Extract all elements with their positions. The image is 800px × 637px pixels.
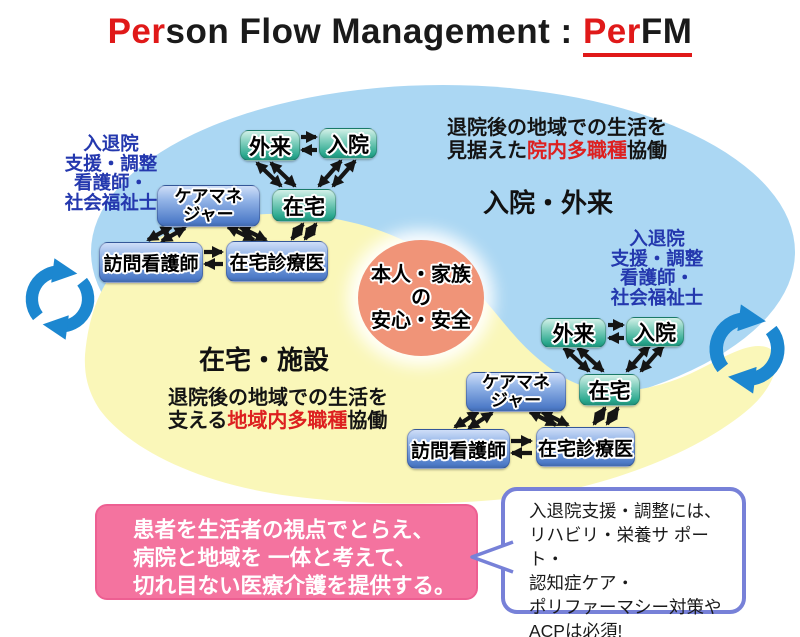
cycle-icon-left	[26, 265, 94, 332]
hospital-note-line2: 見据えた院内多職種協働	[447, 140, 667, 163]
node-home-right: 在宅	[579, 374, 640, 406]
zone-label-community: 在宅・施設	[198, 345, 329, 375]
community-note: 退院後の地域での生活を 支える地域内多職種協働	[168, 387, 388, 433]
staff-note-left-line4: 社会福祉士	[64, 191, 158, 213]
node-home-doctor-right: 在宅診療医	[536, 427, 635, 467]
center-circle-line1: 本人・家族	[371, 263, 471, 286]
staff-note-left-line1: 入退院	[83, 133, 139, 154]
node-admission-right: 入院	[626, 317, 684, 347]
pink-summary-line3: 切れ目ない医療介護を提供する。	[133, 574, 456, 598]
node-care-manager-left-line2: ジャー	[183, 205, 234, 224]
community-note-line2-post: 協働	[347, 410, 388, 432]
page-title: Person Flow Management : PerFM	[0, 12, 800, 57]
staff-note-left-line2: 支援・調整	[64, 152, 158, 174]
node-outpatient-left: 外来	[240, 130, 300, 161]
node-visiting-nurse-right: 訪問看護師	[407, 429, 510, 469]
hospital-note-line2-pre: 見据えた	[447, 140, 527, 162]
hospital-note-line2-highlight: 院内多職種	[527, 140, 627, 162]
hospital-note-line1: 退院後の地域での生活を	[447, 117, 667, 139]
flow-arrows-right	[453, 319, 665, 459]
staff-note-right-line1: 入退院	[629, 228, 685, 249]
staff-note-right-line4: 社会福祉士	[610, 286, 704, 308]
node-care-manager-left: ケアマネ ジャー	[157, 185, 260, 227]
speech-bubble-line2: リハビリ・栄養サ ポート・	[529, 525, 709, 569]
center-circle-line3: 安心・安全	[371, 309, 471, 332]
node-visiting-nurse-left: 訪問看護師	[99, 242, 203, 283]
center-circle-line2: の	[411, 286, 431, 309]
center-circle: 本人・家族 の 安心・安全	[358, 240, 484, 356]
community-note-line2-highlight: 地域内多職種	[227, 410, 348, 432]
node-admission-left: 入院	[319, 128, 377, 159]
staff-note-left-line3: 看護師・	[73, 172, 148, 193]
pink-summary-box: 患者を生活者の視点でとらえ、 病院と地域を 一体と考えて、 切れ目ない医療介護を…	[95, 504, 478, 600]
speech-bubble-line1: 入退院支援・調整には、	[529, 501, 722, 521]
title-accent-red: Per	[582, 12, 641, 51]
pink-summary-line1: 患者を生活者の視点でとらえ、	[133, 518, 435, 542]
speech-bubble-line3: 認知症ケア・	[529, 573, 634, 593]
community-note-line2-pre: 支える	[168, 410, 228, 432]
community-note-line1: 退院後の地域での生活を	[168, 387, 388, 409]
title-middle: son Flow Management :	[165, 12, 583, 51]
staff-note-left: 入退院 支援・調整 看護師・ 社会福祉士	[46, 134, 176, 212]
title-accent-black: FM	[640, 12, 693, 51]
node-care-manager-right: ケアマネ ジャー	[466, 372, 566, 412]
speech-bubble-line4: ポリファーマシー対策や	[529, 597, 722, 617]
staff-note-right: 入退院 支援・調整 看護師・ 社会福祉士	[592, 229, 722, 307]
hospital-note: 退院後の地域での生活を 見据えた院内多職種協働	[447, 117, 667, 163]
node-home-doctor-left: 在宅診療医	[226, 241, 328, 282]
title-accent: PerFM	[582, 12, 693, 57]
pink-summary-line2: 病院と地域を 一体と考えて、	[133, 546, 417, 570]
node-care-manager-right-line2: ジャー	[490, 391, 542, 410]
staff-note-right-line3: 看護師・	[619, 267, 694, 288]
title-red-prefix: Per	[107, 12, 166, 51]
speech-bubble-line5: ACPは必須!	[529, 621, 623, 637]
hospital-note-line2-post: 協働	[627, 140, 667, 162]
node-outpatient-right: 外来	[541, 318, 606, 348]
node-care-manager-left-line1: ケアマネ	[174, 187, 243, 206]
flow-arrows-left	[146, 131, 357, 270]
node-care-manager-right-line1: ケアマネ	[482, 373, 550, 392]
node-home-left: 在宅	[272, 189, 336, 222]
zone-label-hospital: 入院・外来	[482, 188, 613, 218]
speech-bubble: 入退院支援・調整には、 リハビリ・栄養サ ポート・ 認知症ケア・ ポリファーマシ…	[501, 487, 746, 637]
community-note-line2: 支える地域内多職種協働	[168, 410, 388, 433]
staff-note-right-line2: 支援・調整	[610, 247, 704, 269]
